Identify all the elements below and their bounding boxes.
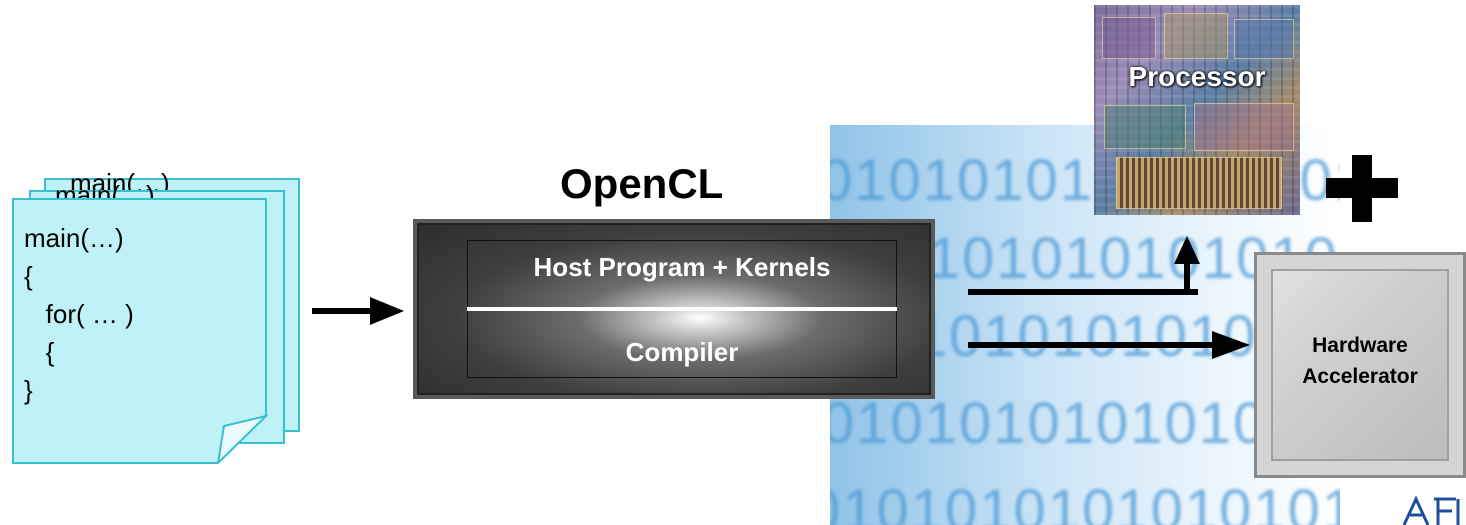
output-arrows [968, 236, 1250, 359]
code-page-front [12, 198, 268, 464]
chip-icon: Processor [1094, 5, 1300, 215]
code-line: { [24, 261, 33, 291]
logo-icon [1402, 495, 1460, 525]
chip-block [1104, 105, 1186, 149]
arrow-to-accelerator-icon [968, 331, 1250, 359]
code-line: { [24, 337, 55, 367]
opencl-title: OpenCL [560, 160, 724, 207]
accelerator-label-line: Accelerator [1302, 365, 1418, 388]
accelerator-label-line: Hardware [1312, 334, 1408, 357]
chip-block [1164, 13, 1228, 59]
processor-label: Processor [1128, 61, 1266, 92]
host-program-label: Host Program + Kernels [533, 252, 831, 282]
chip-block [1102, 17, 1156, 59]
hardware-accelerator-box [1254, 252, 1466, 478]
arrow-right-icon [312, 297, 404, 325]
arrow-to-processor-icon [968, 236, 1200, 295]
hardware-accelerator-label: Hardware Accelerator [1270, 330, 1450, 392]
code-line: for( … ) [24, 299, 134, 329]
code-text: main(…) { for( … ) { } [24, 219, 134, 409]
plus-icon-horizontal [1326, 178, 1398, 198]
compiler-label: Compiler [625, 337, 739, 367]
chip-memory-array [1116, 157, 1282, 209]
binary-row: 0101010101010101 [830, 478, 1340, 525]
code-line: main(…) [24, 223, 124, 253]
opencl-divider [467, 307, 897, 311]
chip-block [1234, 19, 1294, 59]
chip-block [1194, 103, 1294, 151]
code-line: } [24, 375, 33, 405]
